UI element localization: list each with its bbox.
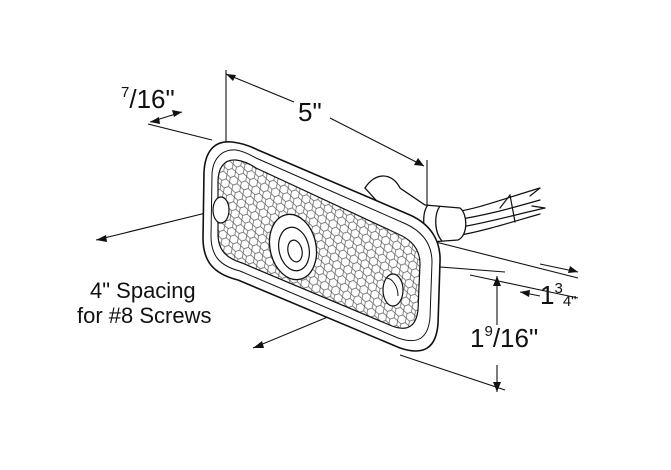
- spacing-leader-top: [95, 209, 219, 241]
- height-label: 19/16": [470, 323, 539, 353]
- height-numerator: 9: [484, 323, 493, 340]
- mounting-note-line1: 4" Spacing: [90, 278, 196, 303]
- screw-boss-right: [382, 273, 404, 307]
- center-bullseye: [268, 213, 318, 281]
- flange-inner-edge: [210, 149, 433, 342]
- depth-whole: 1: [540, 280, 555, 310]
- depth-denominator: 4": [562, 293, 577, 310]
- reflex-lens: [217, 159, 421, 329]
- height-denominator: /16": [492, 323, 539, 353]
- width-label: 5": [298, 97, 322, 127]
- screw-boss-left: [212, 196, 230, 224]
- wire-leads: [454, 187, 546, 237]
- inset-label: 7/16": [121, 84, 175, 114]
- inset-numerator: 7: [121, 84, 130, 101]
- depth-numerator: 3: [554, 280, 563, 297]
- width-dimension-line: [225, 73, 295, 103]
- depth-label: 134": [540, 280, 577, 310]
- mounting-note: 4" Spacing for #8 Screws: [77, 278, 212, 328]
- arrowheads: [96, 74, 578, 392]
- height-whole: 1: [470, 323, 485, 353]
- inset-denominator: /16": [129, 84, 175, 114]
- mounting-note-line2: for #8 Screws: [77, 303, 212, 328]
